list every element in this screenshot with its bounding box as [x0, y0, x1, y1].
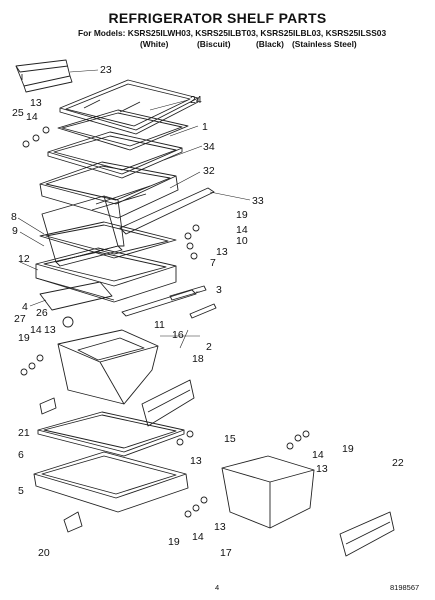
part-1-shape: [57, 109, 189, 151]
part-9-shape: [39, 221, 177, 259]
callout-19-c: 19: [342, 443, 354, 455]
color-label-biscuit: (Biscuit): [197, 39, 231, 49]
callout-33: 33: [252, 195, 264, 207]
part-18-shape: [141, 379, 195, 427]
part-33-shape: [119, 187, 215, 235]
callout-1: 1: [202, 121, 208, 133]
callout-13-a: 13: [30, 97, 42, 109]
callout-32: 32: [203, 165, 215, 177]
page-title: REFRIGERATOR SHELF PARTS: [108, 10, 327, 26]
callout-8: 8: [11, 211, 17, 223]
callout-13-d: 13: [190, 455, 202, 467]
page-number: 4: [215, 583, 220, 592]
part-26-shape: [62, 316, 74, 328]
callout-14-e: 14: [192, 531, 204, 543]
callout-26: 26: [36, 307, 48, 319]
part-23-shape: [15, 59, 73, 93]
part-22-shape: [339, 511, 395, 557]
callout-2: 2: [206, 341, 212, 353]
leader-lines: [17, 69, 251, 349]
callout-23: 23: [100, 64, 112, 76]
callout-10: 13: [216, 246, 228, 258]
callout-5: 5: [18, 485, 24, 497]
document-id: 8198567: [390, 583, 420, 592]
color-label-white: (White): [140, 39, 169, 49]
callout-22: 22: [392, 457, 404, 469]
model-list: For Models: KSRS25ILWH03, KSRS25ILBT03, …: [78, 28, 387, 38]
callout-9: 9: [12, 225, 18, 237]
callout-34: 34: [203, 141, 215, 153]
part-3-shape: [169, 285, 207, 301]
part-12-shape: [35, 247, 177, 303]
part-24-shape: [59, 79, 199, 135]
callout-7: 7: [210, 257, 216, 269]
callout-12: 12: [18, 253, 30, 265]
part-8-shape: [41, 195, 125, 267]
callout-13-b: 10: [236, 235, 248, 247]
callout-14-a: 14: [26, 111, 38, 123]
callout-18: 18: [192, 353, 204, 365]
callout-27: 27: [14, 313, 26, 325]
callout-25: 25: [12, 107, 24, 119]
callout-14-d: 14: [312, 449, 324, 461]
part-6-shape: [37, 411, 185, 457]
callout-14-c: 14: [30, 324, 42, 336]
part-2-shape: [189, 303, 217, 319]
part-17-shape: [221, 455, 315, 529]
part-34-shape: [47, 131, 183, 179]
part-32-shape: [39, 161, 179, 219]
callout-19-a: 19: [236, 209, 248, 221]
part-20-shape: [63, 511, 83, 533]
header: REFRIGERATOR SHELF PARTS For Models: KSR…: [0, 0, 435, 52]
part-4-shape: [39, 281, 113, 311]
callout-21: 21: [18, 427, 30, 439]
callout-11: 11: [154, 319, 165, 331]
callout-17: 17: [220, 547, 232, 559]
hardware-shapes: [20, 126, 310, 518]
callout-20: 20: [38, 547, 50, 559]
callout-4: 4: [22, 301, 28, 313]
callout-13-c: 13: [44, 324, 56, 336]
callout-16: 16: [172, 329, 184, 341]
part-5-shape: [33, 451, 189, 513]
callout-24: 24: [190, 94, 202, 106]
callout-labels: 23 24 13 25 14 1 34 32 33 8 19 14 9 10 1…: [11, 64, 404, 559]
callout-6: 6: [18, 449, 24, 461]
callout-14-b: 14: [236, 224, 248, 236]
part-16-shape: [57, 329, 159, 405]
part-11-shape: [121, 289, 197, 317]
callout-13-f: 13: [214, 521, 226, 533]
callout-15: 15: [224, 433, 236, 445]
callout-13-e: 13: [316, 463, 328, 475]
color-label-black: (Black): [256, 39, 284, 49]
callout-19-d: 19: [168, 536, 180, 548]
part-21-shape: [39, 397, 57, 415]
callout-19-b: 19: [18, 332, 30, 344]
callout-3: 3: [216, 284, 222, 296]
color-label-stainless: (Stainless Steel): [292, 39, 357, 49]
